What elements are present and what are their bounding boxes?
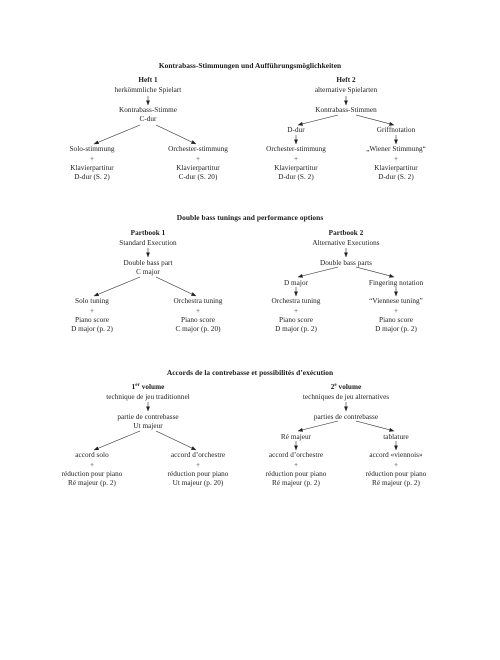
partbook-1-subheading: Standard Execution (119, 239, 177, 247)
diagram-title-german: Kontrabass-Stimmungen und Aufführungsmög… (158, 61, 342, 70)
volume-1-part-key: Ut majeur (133, 422, 163, 430)
volume-2-mid-tablature: tablature (383, 433, 409, 441)
heft-2-orchestra-plus: + (293, 155, 299, 163)
heft-1-subheading: herkömmliche Spielart (114, 86, 182, 94)
heft-1-orchestra-plus: + (195, 155, 201, 163)
heft-2-orchestra-key: D-dur (S. 2) (278, 173, 314, 181)
partbook-1-part: Double bass part (123, 259, 173, 267)
partbook-2-orchestra-key: D major (p. 2) (275, 325, 317, 333)
partbook-2-viennese-plus: + (393, 307, 399, 315)
section-3-right-arrow-a (297, 420, 339, 432)
partbook-1-solo-tuning: Solo tuning (75, 297, 109, 305)
heft-2-parts: Kontrabass-Stimmen (315, 106, 377, 114)
volume-1-orchestra-tuning: accord d’orchestre (170, 451, 226, 459)
volume-1-solo-plus: + (89, 461, 95, 469)
partbook-1-orchestra-score: Piano score (181, 316, 215, 324)
section-2-left-arrow-b (155, 276, 197, 297)
diagram-title-english: Double bass tunings and performance opti… (176, 213, 324, 222)
heft-2-viennese-plus: + (393, 155, 399, 163)
volume-1-heading: 1er volume (132, 383, 165, 392)
heft-1-orchestra-score: Klavierpartitur (176, 164, 220, 172)
volume-1-orchestra-plus: + (195, 461, 201, 469)
partbook-1-solo-key: D major (p. 2) (71, 325, 113, 333)
heft-1-solo-tuning: Solo-stimmung (69, 145, 115, 153)
volume-2-viennese-tuning: accord «viennois» (369, 451, 423, 459)
section-1-left-arrow-a (93, 124, 141, 145)
heft-2-viennese-key: D-dur (S. 2) (378, 173, 414, 181)
volume-2-mid-re-majeur: Ré majeur (280, 433, 312, 441)
section-3-left-arrow-a (93, 430, 141, 451)
section-3-left-arrow-b (155, 430, 197, 451)
volume-2-orchestra-score: réduction pour piano (265, 470, 327, 478)
volume-2-number: 2 (330, 383, 335, 391)
volume-2-orchestra-key: Ré majeur (p. 2) (272, 479, 320, 487)
heft-1-part-key: C-dur (139, 115, 157, 123)
volume-1-subheading: technique de jeu traditionnel (106, 393, 190, 401)
partbook-2-orchestra-plus: + (293, 307, 299, 315)
volume-1-solo-key: Ré majeur (p. 2) (68, 479, 116, 487)
partbook-2-parts: Double bass parts (320, 259, 372, 267)
partbook-1-solo-score: Piano score (75, 316, 109, 324)
volume-2-viennese-score: réduction pour piano (365, 470, 427, 478)
volume-1-number: 1 (131, 383, 136, 391)
partbook-2-heading: Partbook 2 (328, 229, 364, 237)
volume-2-viennese-key: Ré majeur (p. 2) (372, 479, 420, 487)
volume-2-word: volume (336, 383, 362, 391)
partbook-2-viennese-tuning: “Viennese tuning” (369, 297, 423, 305)
volume-2-orchestra-plus: + (293, 461, 299, 469)
volume-2-ordinal: e (334, 383, 337, 388)
section-2-right-arrow-a (297, 266, 339, 278)
volume-1-solo-tuning: accord solo (75, 451, 109, 459)
heft-1-solo-score: Klavierpartitur (70, 164, 114, 172)
volume-1-word: volume (139, 383, 165, 391)
heft-1-heading: Heft 1 (138, 76, 158, 84)
partbook-1-orchestra-plus: + (195, 307, 201, 315)
partbook-2-orchestra-score: Piano score (279, 316, 313, 324)
heft-1-solo-plus: + (89, 155, 95, 163)
volume-1-orchestra-key: Ut majeur (p. 20) (172, 479, 224, 487)
heft-1-orchestra-key: C-dur (S. 20) (178, 173, 218, 181)
volume-2-parts: parties de contrebasse (313, 413, 379, 421)
partbook-2-mid-d-major: D major (283, 279, 309, 287)
heft-2-subheading: alternative Spielarten (314, 86, 378, 94)
partbook-1-part-key: C major (136, 268, 160, 276)
heft-2-viennese-score: Klavierpartitur (374, 164, 418, 172)
section-1-right-arrow-a (297, 114, 339, 126)
partbook-1-heading: Partbook 1 (130, 229, 166, 237)
volume-2-viennese-plus: + (393, 461, 399, 469)
partbook-2-viennese-score: Piano score (379, 316, 413, 324)
heft-2-viennese-tuning: „Wiener Stimmung“ (366, 145, 426, 153)
heft-2-orchestra-score: Klavierpartitur (274, 164, 318, 172)
heft-2-mid-d-dur: D-dur (287, 126, 305, 134)
volume-1-solo-score: réduction pour piano (61, 470, 123, 478)
partbook-1-orchestra-tuning: Orchestra tuning (173, 297, 223, 305)
heft-1-orchestra-tuning: Orchester-stimmung (168, 145, 228, 153)
section-1-right-arrow-b (355, 114, 395, 126)
heft-2-heading: Heft 2 (336, 76, 356, 84)
section-1-left-arrow-b (155, 124, 197, 145)
volume-1-ordinal: er (135, 383, 140, 388)
section-2-left-arrow-a (93, 276, 141, 297)
partbook-1-orchestra-key: C major (p. 20) (175, 325, 221, 333)
partbook-1-solo-plus: + (89, 307, 95, 315)
volume-1-orchestra-score: réduction pour piano (167, 470, 229, 478)
heft-2-mid-griffnotation: Griffnotation (376, 126, 416, 134)
volume-2-subheading: techniques de jeu alternatives (302, 393, 390, 401)
partbook-2-orchestra-tuning: Orchestra tuning (271, 297, 321, 305)
heft-1-solo-key: D-dur (S. 2) (74, 173, 110, 181)
partbook-2-subheading: Alternative Executions (312, 239, 380, 247)
section-3-right-arrow-b (355, 420, 395, 432)
volume-2-heading: 2e volume (331, 383, 361, 392)
heft-1-part: Kontrabass-Stimme (119, 106, 177, 114)
section-2-right-arrow-b (355, 266, 395, 278)
diagram-title-french: Accords de la contrebasse et possibilité… (166, 368, 334, 377)
heft-2-orchestra-tuning: Orchester-stimmung (266, 145, 326, 153)
volume-2-orchestra-tuning: accord d’orchestre (268, 451, 324, 459)
partbook-2-mid-fingering: Fingering notation (368, 279, 424, 287)
volume-1-part: partie de contrebasse (117, 413, 179, 421)
partbook-2-viennese-key: D major (p. 2) (375, 325, 417, 333)
